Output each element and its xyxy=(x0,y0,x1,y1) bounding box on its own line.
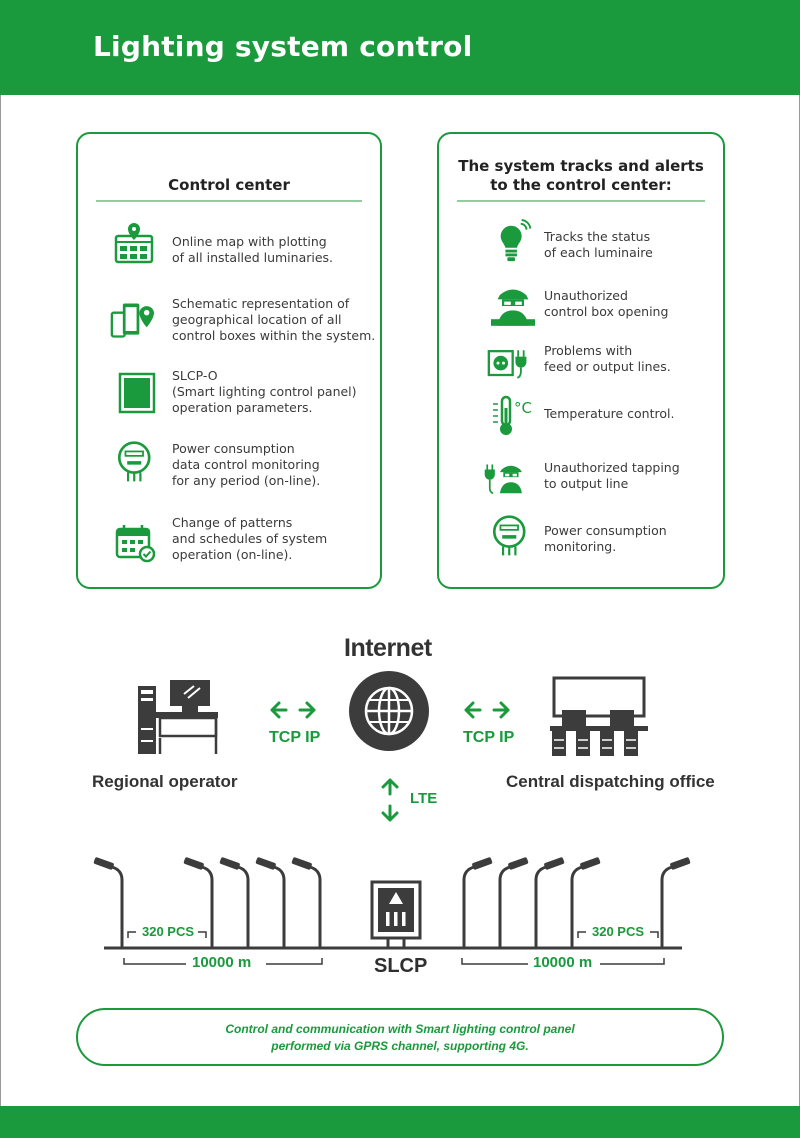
list-item: Tracks the status of each luminaire xyxy=(544,229,653,260)
header-bar: Lighting system control xyxy=(0,0,800,95)
socket-plug-icon xyxy=(487,350,527,379)
control-center-title: Control center xyxy=(168,176,290,194)
bidirectional-arrow-icon xyxy=(270,701,316,719)
slcp-label: SLCP xyxy=(374,955,428,977)
list-item: Power consumption monitoring. xyxy=(544,523,667,554)
power-meter-icon xyxy=(492,515,526,556)
calendar-check-icon xyxy=(115,525,156,563)
list-item: Unauthorized tapping to output line xyxy=(544,460,680,491)
devices-location-icon xyxy=(110,303,154,338)
list-item: SLCP-O (Smart lighting control panel) op… xyxy=(172,368,357,415)
street-lighting-diagram xyxy=(93,857,691,965)
alerts-panel-title: The system tracks and alerts to the cont… xyxy=(458,157,704,194)
globe-icon xyxy=(349,671,429,751)
plug-intruder-icon xyxy=(484,464,522,495)
power-meter-icon xyxy=(117,441,151,482)
regional-operator-label: Regional operator xyxy=(92,772,238,791)
map-grid-icon xyxy=(114,223,154,264)
tcp-ip-left-label: TCP IP xyxy=(269,729,321,746)
pcs-right-label: 320 PCS xyxy=(592,924,645,939)
panel-divider xyxy=(457,200,705,202)
list-item: Online map with plotting of all installe… xyxy=(172,234,334,265)
list-item: Power consumption data control monitorin… xyxy=(172,441,321,488)
note-line-1: Control and communication with Smart lig… xyxy=(225,1022,575,1036)
list-item: Unauthorized control box opening xyxy=(544,288,669,319)
list-item: Problems with feed or output lines. xyxy=(544,343,671,374)
intruder-icon xyxy=(491,289,535,326)
list-item: Temperature control. xyxy=(544,406,675,421)
control-panel-icon xyxy=(118,372,156,414)
distance-left-label: 10000 m xyxy=(192,954,252,971)
panel-divider xyxy=(96,200,362,202)
thermometer-icon: °C xyxy=(493,395,532,435)
workstation-icon xyxy=(138,680,218,754)
control-center-panel: Control center Online map with plotting … xyxy=(76,132,382,589)
page-title: Lighting system control xyxy=(93,30,473,63)
distance-right-label: 10000 m xyxy=(533,954,593,971)
list-item: Schematic representation of geographical… xyxy=(172,296,376,343)
pcs-left-label: 320 PCS xyxy=(142,924,195,939)
list-item: Change of patterns and schedules of syst… xyxy=(172,515,328,562)
smart-bulb-icon xyxy=(500,219,532,262)
internet-label: Internet xyxy=(344,634,432,662)
dispatch-office-icon xyxy=(550,676,648,756)
note-line-2: performed via GPRS channel, supporting 4… xyxy=(271,1039,529,1053)
tcp-ip-right-label: TCP IP xyxy=(463,729,515,746)
alerts-panel: The system tracks and alerts to the cont… xyxy=(437,132,725,589)
info-note: Control and communication with Smart lig… xyxy=(76,1008,724,1066)
bidirectional-arrow-icon xyxy=(464,701,510,719)
lte-label: LTE xyxy=(410,790,438,807)
footer-bar xyxy=(0,1106,800,1138)
svg-text:°C: °C xyxy=(514,399,532,417)
vertical-arrow-icon xyxy=(381,778,399,822)
central-dispatching-label: Central dispatching office xyxy=(506,772,715,791)
